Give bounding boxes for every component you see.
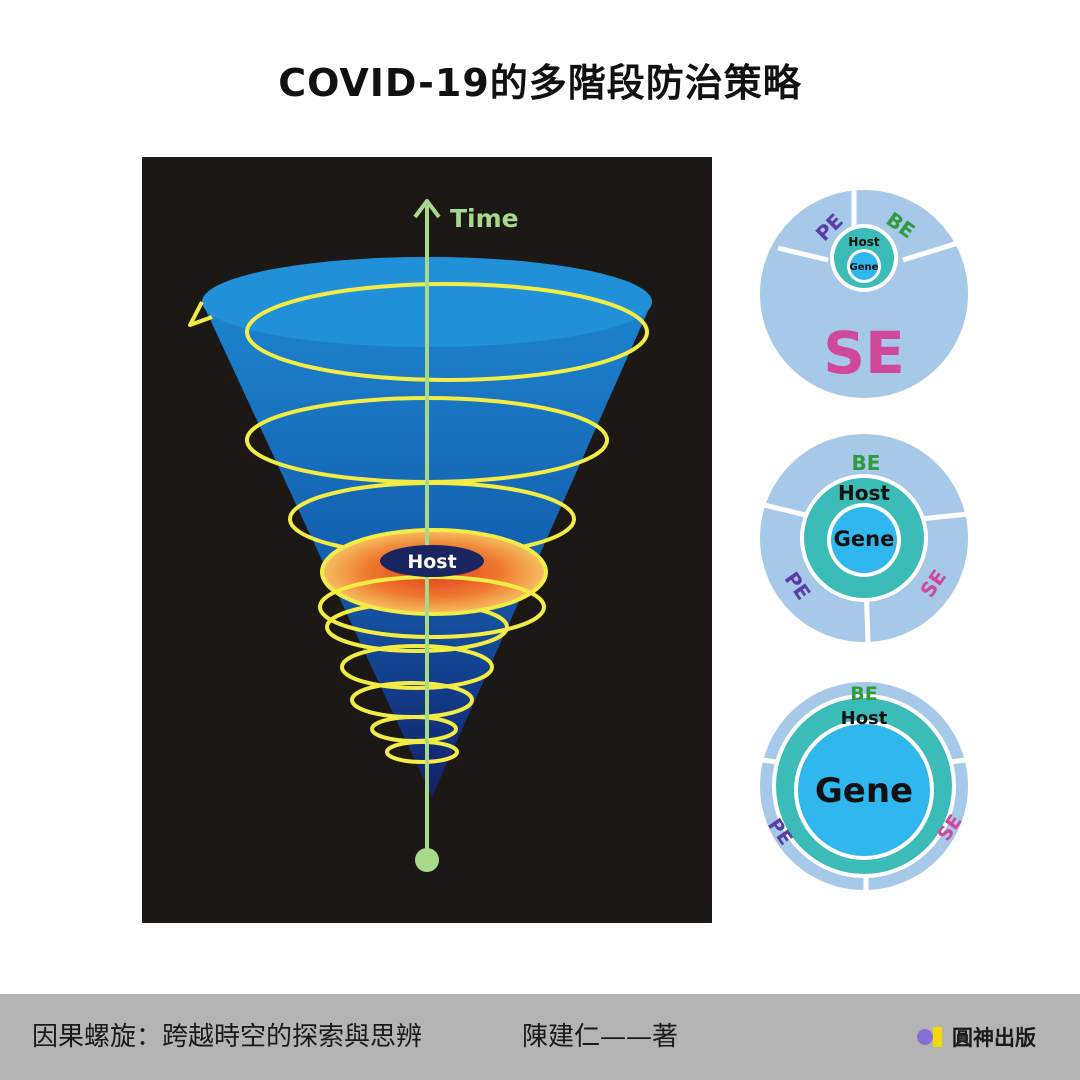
gene-label: Gene	[850, 262, 879, 273]
time-label: Time	[450, 204, 519, 233]
host-label: Host	[848, 235, 879, 249]
page-title: COVID-19的多階段防治策略	[278, 61, 802, 105]
spiral-cone-diagram: Time Host	[142, 157, 712, 923]
book-title: 因果螺旋：跨越時空的探索與思辨	[32, 1022, 423, 1052]
stage-circle-3: BE PE SE Host Gene	[758, 680, 970, 892]
host-label: Host	[838, 481, 890, 505]
spiral-arrow-icon	[188, 301, 213, 327]
be-label: BE	[852, 451, 881, 475]
publisher-name: 圓神出版	[952, 1026, 1036, 1050]
host-label: Host	[407, 551, 456, 573]
stage-circle-2: BE PE SE Host Gene	[758, 432, 970, 644]
gene-label: Gene	[834, 527, 895, 551]
be-label: BE	[850, 683, 877, 705]
publisher: 圓神出版	[916, 1020, 1036, 1054]
gene-label: Gene	[815, 771, 913, 811]
time-axis-arrow-icon	[413, 199, 441, 219]
author: 陳建仁——著	[522, 1022, 679, 1052]
footer-bar: 因果螺旋：跨越時空的探索與思辨 陳建仁——著 圓神出版	[0, 994, 1080, 1080]
time-origin	[415, 848, 439, 872]
stage-circle-1: PE BE SE Host Gene	[758, 188, 970, 400]
publisher-logo-icon	[917, 1027, 942, 1047]
se-label: SE	[823, 319, 904, 387]
host-label: Host	[841, 708, 888, 729]
